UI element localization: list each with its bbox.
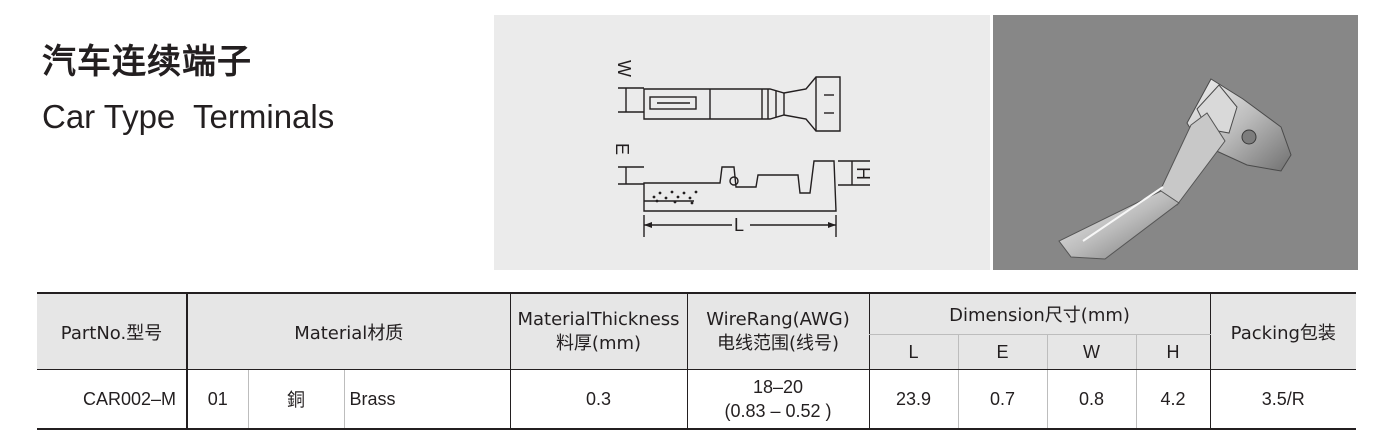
cell-part-no: CAR002–M bbox=[37, 369, 187, 430]
header-packing: Packing包装 bbox=[1209, 292, 1357, 370]
cell-thickness: 0.3 bbox=[509, 369, 687, 430]
terminal-drawing-svg: W E H L bbox=[612, 60, 873, 237]
header-dim-l: L bbox=[868, 334, 958, 370]
cell-wire-awg: 18–20 bbox=[752, 377, 804, 397]
dim-label-e: E bbox=[612, 143, 632, 155]
header-part-no: PartNo.型号 bbox=[37, 292, 187, 370]
header-thickness-en: MaterialThickness bbox=[517, 308, 680, 330]
cell-material-cn: 銅 bbox=[247, 369, 344, 430]
header-thickness: MaterialThickness 料厚(mm) bbox=[509, 292, 687, 370]
dim-label-h: H bbox=[853, 167, 873, 180]
dim-label-w: W bbox=[614, 60, 634, 77]
header-material: Material材质 bbox=[186, 292, 510, 370]
cell-wire-range: 18–20 (0.83 – 0.52 ) bbox=[686, 369, 869, 430]
header-wire-range-cn: 电线范围(线号) bbox=[716, 332, 840, 354]
header-wire-range-en: WireRang(AWG) bbox=[706, 308, 850, 330]
header-dimension: Dimension尺寸(mm) bbox=[868, 292, 1211, 335]
header-dim-h: H bbox=[1135, 334, 1211, 370]
spec-table: PartNo.型号 Material材质 MaterialThickness 料… bbox=[37, 292, 1357, 430]
dim-label-l: L bbox=[734, 215, 744, 235]
page-title-en: Car Type Terminals bbox=[42, 98, 335, 135]
cell-material-en: Brass bbox=[343, 369, 510, 430]
header-wire-range: WireRang(AWG) 电线范围(线号) bbox=[686, 292, 869, 370]
page-title-cn: 汽车连续端子 bbox=[42, 42, 252, 82]
product-photo bbox=[993, 15, 1358, 270]
technical-drawing: W E H L bbox=[494, 15, 990, 270]
header-thickness-cn: 料厚(mm) bbox=[555, 332, 642, 354]
cell-dim-l: 23.9 bbox=[868, 369, 958, 430]
cell-dim-w: 0.8 bbox=[1046, 369, 1136, 430]
cell-dim-h: 4.2 bbox=[1135, 369, 1211, 430]
cell-dim-e: 0.7 bbox=[957, 369, 1047, 430]
terminal-photo-svg bbox=[1058, 78, 1292, 260]
header-dim-e: E bbox=[957, 334, 1047, 370]
cell-material-code: 01 bbox=[186, 369, 248, 430]
header-dim-w: W bbox=[1046, 334, 1136, 370]
cell-packing: 3.5/R bbox=[1209, 369, 1357, 430]
table-row: CAR002–M 01 銅 Brass 0.3 18–20 (0.83 – 0.… bbox=[37, 369, 1357, 430]
cell-wire-mm: (0.83 – 0.52 ) bbox=[724, 401, 832, 421]
